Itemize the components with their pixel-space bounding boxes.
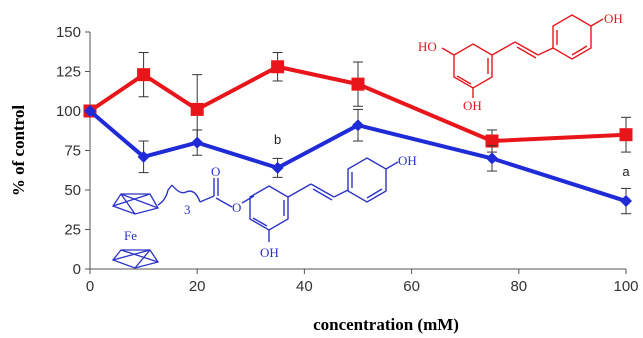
resveratrol-structure [441,14,604,98]
annotation-label: a [622,164,630,179]
ferrocenyl-fe: Fe [124,228,137,243]
y-tick-label: 75 [64,143,81,160]
data-point [271,161,284,174]
data-point [485,134,499,148]
ferrocene-icon [111,193,160,269]
x-tick-label: 40 [296,278,313,295]
y-tick-label: 50 [64,182,81,199]
x-tick-label: 20 [189,278,206,295]
ferrocenyl-oh-top: OH [398,153,417,168]
ferrocenyl-oh-bottom: OH [260,245,279,260]
annotations: ba [274,132,630,179]
y-tick-label: 25 [64,222,81,239]
data-point [191,136,204,149]
data-point [137,68,151,82]
y-tick-label: 100 [56,103,81,120]
data-point [486,152,498,165]
x-tick-label: 60 [403,278,420,295]
axes: 0 25 50 75 100 125 150 0 20 40 60 80 100 concentratio… [9,24,639,334]
data-point [271,60,285,74]
data-point [351,77,365,91]
data-point [620,195,632,208]
ferrocenyl-chain [157,157,399,242]
ferrocenyl-carbonyl-o: O [211,164,220,179]
ferrocenyl-subscript: 3 [184,202,191,217]
x-axis-title: concentration (mM) [313,315,459,334]
x-tick-label: 80 [510,278,527,295]
data-point [137,150,150,163]
ferrocenyl-ester-o: O [232,200,241,215]
annotation-label: b [274,132,281,147]
y-tick-label: 0 [73,261,81,278]
resveratrol-oh-bottom: OH [463,98,482,113]
series-layer [83,52,633,215]
data-point [619,128,633,142]
data-point [190,102,204,116]
x-tick-label: 0 [86,278,94,295]
resveratrol-oh-top: OH [604,11,623,26]
series-0 [83,52,633,153]
data-point [352,119,364,132]
data-point [84,105,96,117]
y-axis-title: % of control [9,105,28,197]
x-tick-label: 100 [613,278,638,295]
series-1 [84,105,632,215]
y-tick-label: 150 [56,24,81,41]
y-tick-label: 125 [56,64,81,81]
resveratrol-oh-left: HO [418,39,437,54]
